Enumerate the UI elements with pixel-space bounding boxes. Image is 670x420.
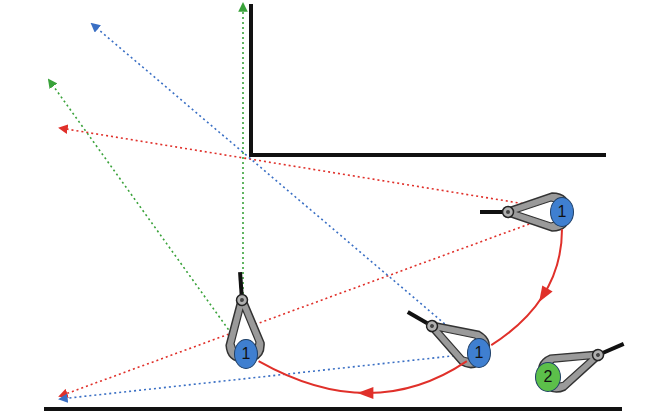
motion-arc	[259, 361, 467, 399]
gripper-robots	[221, 193, 631, 397]
callout-number: 1	[558, 204, 567, 220]
walls	[44, 4, 622, 409]
sight-lines	[49, 4, 562, 399]
motion-arc-line	[491, 229, 562, 345]
arrow-head	[357, 387, 373, 399]
robot-marker: 1	[550, 197, 574, 227]
callout-number: 1	[242, 346, 251, 362]
arrow-head	[539, 285, 553, 302]
motion-arc-line	[259, 361, 467, 393]
callout-number: 1	[475, 345, 484, 361]
motion-arc	[491, 229, 562, 345]
robot-marker: 2	[535, 362, 561, 392]
callout-number: 2	[544, 369, 553, 385]
robot-marker: 1	[234, 339, 258, 369]
robot-marker: 1	[467, 338, 491, 368]
